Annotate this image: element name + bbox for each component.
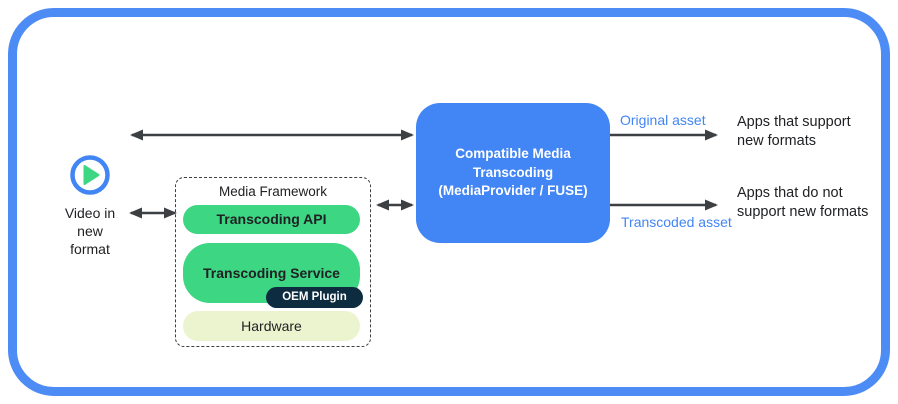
original-asset-label: Original asset [620,112,706,128]
transcoding-service-label: Transcoding Service [203,265,340,281]
apps-no-support-text: Apps that do not support new formats [737,185,869,220]
oem-plugin-block: OEM Plugin [266,287,363,308]
center-box-label: Compatible Media Transcoding (MediaProvi… [438,146,588,199]
source-label: Video in new format [64,205,116,257]
transcoding-api-block: Transcoding API [183,205,360,234]
diagram-border [8,8,890,396]
play-icon [70,155,110,195]
media-framework-group: Media Framework Transcoding API Transcod… [175,177,371,347]
hardware-block: Hardware [183,311,360,341]
apps-support-text: Apps that support new formats [737,114,851,149]
compatible-media-transcoding-box: Compatible Media Transcoding (MediaProvi… [416,103,610,243]
media-framework-title: Media Framework [218,184,328,199]
transcoded-asset-label: Transcoded asset [621,214,732,230]
